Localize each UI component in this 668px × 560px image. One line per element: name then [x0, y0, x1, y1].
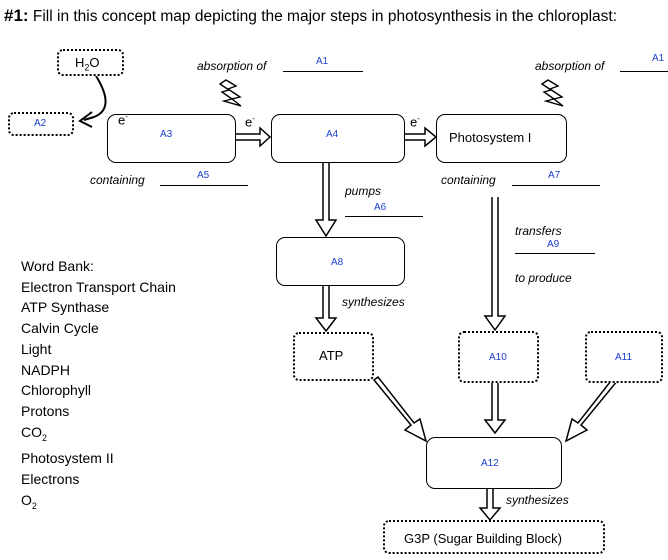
question-number: #1:: [4, 6, 29, 25]
atp-box: ATP: [293, 332, 374, 381]
answer-box-a8[interactable]: A8: [276, 237, 405, 286]
link-pumps: pumps: [345, 184, 382, 198]
word-bank-item: Electron Transport Chain: [21, 278, 176, 295]
link-containing: containing: [441, 173, 496, 187]
g3p-box: G3P (Sugar Building Block): [383, 520, 605, 554]
answer-label-a5: A5: [197, 170, 210, 181]
answer-blank-a1[interactable]: [620, 71, 668, 72]
photosystem1-box: Photosystem I: [436, 114, 567, 163]
answer-label-a8: A8: [331, 257, 344, 268]
word-bank-item: ATP Synthase: [21, 299, 110, 316]
link-to-produce: to produce: [515, 271, 572, 285]
link-absorption-of: absorption of: [197, 59, 267, 73]
electron-label: e-: [118, 112, 128, 128]
word-bank-item: Photosystem II: [21, 450, 114, 467]
link-absorption-of: absorption of: [535, 59, 605, 73]
arrow-a3-to-a4: [235, 126, 272, 148]
answer-label-a12: A12: [481, 458, 499, 469]
answer-blank-a7[interactable]: [512, 185, 600, 186]
answer-label-a7: A7: [548, 170, 561, 181]
answer-blank-a5[interactable]: [160, 185, 248, 186]
answer-box-a2[interactable]: A2: [8, 112, 74, 136]
answer-blank-a6[interactable]: [345, 216, 423, 217]
word-bank-item: Light: [21, 340, 52, 357]
word-bank-item: Protons: [21, 402, 70, 419]
answer-label-a4: A4: [326, 129, 339, 140]
electron-label: e-: [410, 114, 420, 130]
answer-blank-a9[interactable]: [515, 253, 595, 254]
word-bank-item: O2: [21, 491, 37, 511]
h2o-box: H2O: [57, 49, 124, 76]
answer-box-a3[interactable]: A3: [107, 114, 236, 163]
answer-box-a11[interactable]: A11: [585, 331, 663, 383]
arrow-a12-to-g3p: [478, 489, 502, 522]
atp-label: ATP: [319, 348, 344, 363]
word-bank-heading: Word Bank:: [21, 258, 94, 274]
water-split-arrowhead: [78, 111, 93, 128]
link-synthesizes: synthesizes: [342, 295, 405, 309]
arrow-photosystem1-to-a10: [483, 197, 507, 332]
lightning-bolt-icon: [218, 79, 242, 107]
answer-label-a6: A6: [374, 202, 387, 213]
answer-box-a4[interactable]: A4: [271, 114, 405, 163]
arrow-a4-to-photosystem1: [405, 126, 438, 148]
word-bank-item: NADPH: [21, 361, 71, 378]
answer-label-a11: A11: [615, 352, 633, 363]
link-synthesizes: synthesizes: [506, 493, 569, 507]
word-bank-item: Chlorophyll: [21, 382, 92, 399]
answer-blank-a1[interactable]: [283, 71, 363, 72]
word-bank-item: Electrons: [21, 470, 80, 487]
arrow-a4-to-a8: [314, 163, 338, 238]
photosystem1-label: Photosystem I: [449, 130, 532, 145]
answer-box-a10[interactable]: A10: [458, 331, 539, 383]
arrow-a11-to-a12: [564, 375, 620, 443]
answer-label-a2: A2: [34, 118, 47, 129]
word-bank: Word Bank: Electron Transport Chain ATP …: [21, 256, 176, 516]
arrow-a10-to-a12: [483, 383, 507, 435]
link-transfers: transfers: [515, 224, 562, 238]
answer-label-a3: A3: [160, 129, 173, 140]
answer-label-a10: A10: [489, 352, 507, 363]
water-split-arrow: [83, 75, 107, 121]
word-bank-item: CO2: [21, 423, 48, 443]
arrow-a8-to-atp: [314, 286, 338, 333]
word-bank-item: Calvin Cycle: [21, 320, 99, 337]
g3p-label: G3P (Sugar Building Block): [404, 531, 563, 546]
worksheet-title: #1: Fill in this concept map depicting t…: [4, 6, 617, 26]
arrow-atp-to-a12: [372, 375, 428, 443]
answer-label-a1: A1: [652, 53, 665, 64]
h2o-label: H2O: [75, 55, 100, 73]
answer-label-a9: A9: [547, 239, 560, 250]
answer-label-a1: A1: [316, 56, 329, 67]
link-containing: containing: [90, 173, 145, 187]
answer-box-a12[interactable]: A12: [426, 437, 562, 489]
electron-label: e-: [245, 114, 255, 130]
lightning-bolt-icon: [540, 79, 564, 107]
question-prompt: Fill in this concept map depicting the m…: [32, 8, 618, 25]
